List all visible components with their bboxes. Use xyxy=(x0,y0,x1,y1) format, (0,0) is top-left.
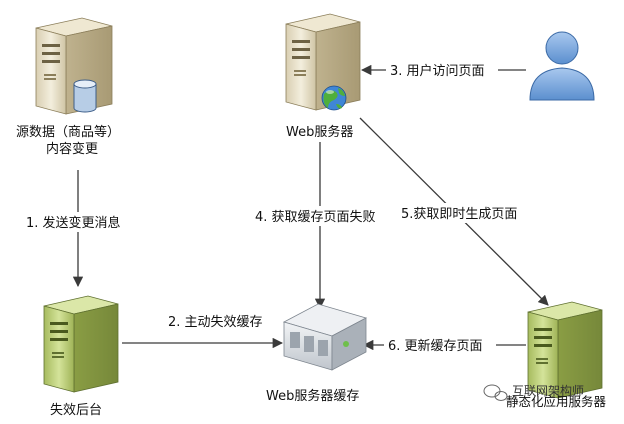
source-server-node: 源数据（商品等） 内容变更 xyxy=(16,17,120,157)
source-label-line1: 源数据（商品等） xyxy=(16,124,120,140)
server-icon xyxy=(527,301,603,399)
server-icon xyxy=(285,13,361,111)
database-icon xyxy=(73,79,97,113)
edge-labels: 1. 发送变更消息 2. 主动失效缓存 3. 用户访问页面 4. 获取缓存页面失… xyxy=(22,60,532,356)
static-server-label: 静态化应用服务器 xyxy=(506,394,607,409)
edge-label-3: 3. 用户访问页面 xyxy=(390,63,485,79)
watermark: 互联网架构师 xyxy=(483,383,584,401)
edge-label-6: 6. 更新缓存页面 xyxy=(388,338,483,354)
invalidation-backend-node: 失效后台 xyxy=(43,295,119,418)
backend-label: 失效后台 xyxy=(50,403,102,418)
web-server-label: Web服务器 xyxy=(286,124,353,140)
user-icon xyxy=(529,31,595,101)
watermark-text: 互联网架构师 xyxy=(512,383,584,398)
static-server-node: 静态化应用服务器 xyxy=(506,301,607,409)
chat-bubble-icon xyxy=(483,384,508,401)
cache-server-icon xyxy=(282,303,368,371)
source-label-line2: 内容变更 xyxy=(46,141,98,157)
edge-label-4: 4. 获取缓存页面失败 xyxy=(255,210,376,225)
edge-label-2: 2. 主动失效缓存 xyxy=(168,315,263,330)
cache-label: Web服务器缓存 xyxy=(266,388,359,404)
web-cache-node: Web服务器缓存 xyxy=(266,303,368,404)
edge-label-1: 1. 发送变更消息 xyxy=(26,215,121,231)
server-icon xyxy=(43,295,119,393)
globe-icon xyxy=(321,85,347,111)
edge-label-5: 5.获取即时生成页面 xyxy=(401,207,517,222)
web-server-node: Web服务器 xyxy=(285,13,361,140)
